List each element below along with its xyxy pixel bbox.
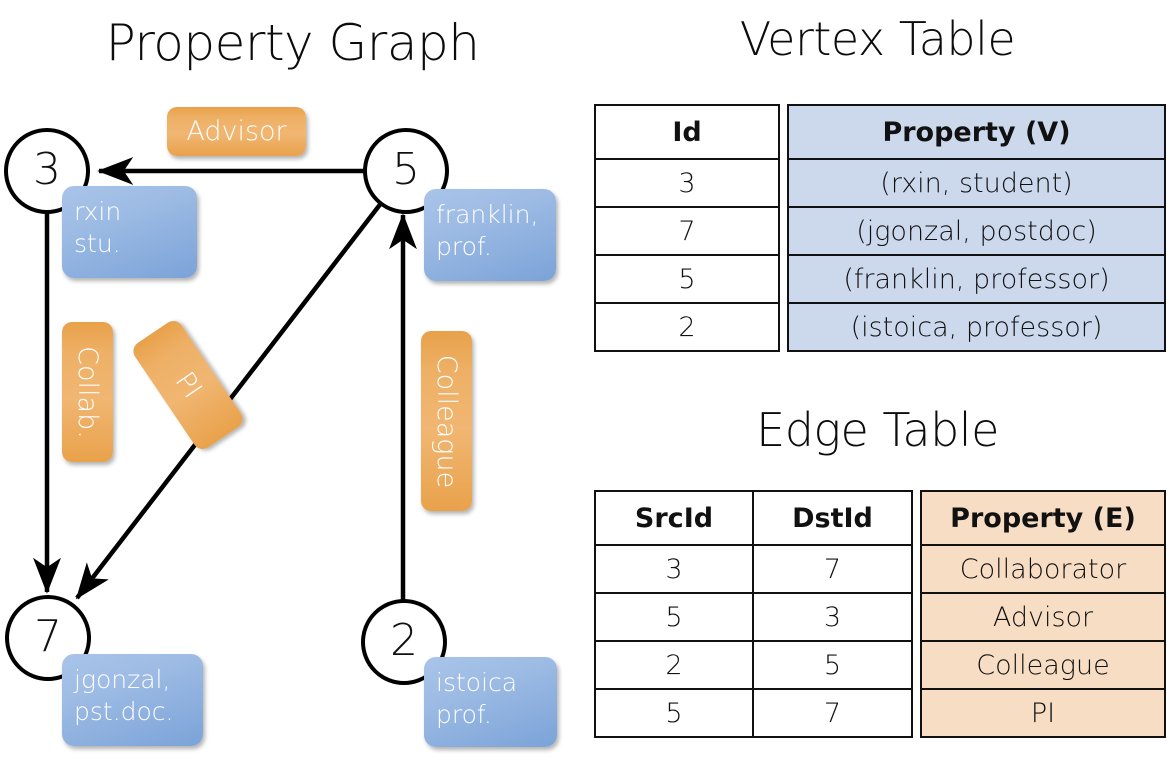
edge-table-header-dstid: DstId	[752, 490, 913, 546]
table-row: 5 3 Advisor	[594, 592, 1166, 642]
vertex-property-franklin-line1: franklin,	[436, 200, 539, 229]
vertex-property-jgonzal-line2: pst.doc.	[74, 697, 174, 726]
edge-table-cell-property: PI	[920, 688, 1166, 738]
vertex-node-2[interactable]: 2	[361, 599, 447, 685]
vertex-table-column-gap	[779, 207, 788, 255]
edge-table-column-gap	[912, 545, 921, 593]
vertex-node-5-label: 5	[392, 144, 420, 195]
vertex-property-rxin-line1: rxin	[74, 197, 122, 226]
edge-table: SrcId DstId Property (E) 3 7 Collaborato…	[594, 490, 1166, 738]
vertex-table-cell-property: (istoica, professor)	[787, 302, 1166, 352]
edge-table-header-property: Property (E)	[920, 490, 1166, 546]
vertex-table: Id Property (V) 3 (rxin, student) 7 (jgo…	[594, 104, 1166, 352]
edge-label-pi-text: PI	[168, 366, 208, 404]
edge-table-cell-src: 5	[594, 592, 754, 642]
vertex-table-header-row: Id Property (V)	[594, 104, 1166, 160]
edge-label-advisor-text: Advisor	[186, 116, 287, 147]
vertex-node-5[interactable]: 5	[363, 128, 449, 214]
edge-table-header-srcid: SrcId	[594, 490, 754, 546]
page-title-property-graph: Property Graph	[105, 14, 480, 72]
page-title-edge-table: Edge Table	[756, 403, 999, 457]
vertex-property-franklin-line2: prof.	[436, 232, 492, 261]
vertex-table-column-gap	[779, 303, 788, 351]
table-row: 3 7 Collaborator	[594, 544, 1166, 594]
vertex-table-cell-property: (rxin, student)	[787, 158, 1166, 208]
property-graph-panel: Property Graph 3 5 7 2 rxin stu. frankli	[4, 14, 557, 747]
edge-table-column-gap	[912, 491, 921, 545]
edge-table-cell-dst: 5	[752, 640, 913, 690]
edge-label-collab-text: Collab.	[72, 345, 103, 439]
table-row: 5 (franklin, professor)	[594, 254, 1166, 304]
vertex-property-jgonzal-line1: jgonzal,	[74, 665, 171, 694]
vertex-table-column-gap	[779, 255, 788, 303]
edge-table-cell-src: 3	[594, 544, 754, 594]
vertex-property-box-istoica: istoica prof.	[424, 657, 557, 747]
vertex-table-cell-id: 5	[594, 254, 780, 304]
vertex-table-header-property: Property (V)	[787, 104, 1166, 160]
vertex-table-cell-id: 7	[594, 206, 780, 256]
vertex-node-2-label: 2	[390, 615, 418, 666]
vertex-property-istoica-line2: prof.	[436, 700, 492, 729]
vertex-table-column-gap	[779, 105, 788, 159]
edge-table-header-row: SrcId DstId Property (E)	[594, 490, 1166, 546]
vertex-table-cell-id: 2	[594, 302, 780, 352]
page-title-vertex-table: Vertex Table	[739, 12, 1016, 66]
edge-table-column-gap	[912, 593, 921, 641]
table-row: 5 7 PI	[594, 688, 1166, 738]
edge-label-colleague-text: Colleague	[431, 354, 462, 488]
vertex-table-cell-id: 3	[594, 158, 780, 208]
edge-table-column-gap	[912, 641, 921, 689]
vertex-property-rxin-line2: stu.	[74, 229, 121, 258]
vertex-property-istoica-line1: istoica	[436, 668, 518, 697]
edge-label-colleague: Colleague	[421, 331, 472, 511]
vertex-node-7-label: 7	[34, 611, 62, 662]
vertex-property-box-franklin: franklin, prof.	[424, 189, 556, 281]
edge-table-cell-dst: 7	[752, 688, 913, 738]
vertex-table-cell-property: (franklin, professor)	[787, 254, 1166, 304]
edge-label-advisor: Advisor	[167, 107, 306, 156]
vertex-property-box-jgonzal: jgonzal, pst.doc.	[62, 654, 203, 746]
edge-table-cell-property: Collaborator	[920, 544, 1166, 594]
edge-label-collab: Collab.	[62, 322, 113, 462]
edge-table-cell-property: Advisor	[920, 592, 1166, 642]
vertex-table-header-id: Id	[594, 104, 780, 160]
edge-table-cell-src: 2	[594, 640, 754, 690]
table-row: 2 5 Colleague	[594, 640, 1166, 690]
vertex-table-cell-property: (jgonzal, postdoc)	[787, 206, 1166, 256]
table-row: 2 (istoica, professor)	[594, 302, 1166, 352]
table-row: 3 (rxin, student)	[594, 158, 1166, 208]
table-row: 7 (jgonzal, postdoc)	[594, 206, 1166, 256]
edge-table-column-gap	[912, 689, 921, 737]
edge-table-cell-dst: 7	[752, 544, 913, 594]
vertex-table-column-gap	[779, 159, 788, 207]
vertex-property-box-rxin: rxin stu.	[62, 186, 197, 278]
edge-table-cell-property: Colleague	[920, 640, 1166, 690]
edge-table-cell-src: 5	[594, 688, 754, 738]
vertex-node-3-label: 3	[33, 144, 61, 195]
edge-table-cell-dst: 3	[752, 592, 913, 642]
